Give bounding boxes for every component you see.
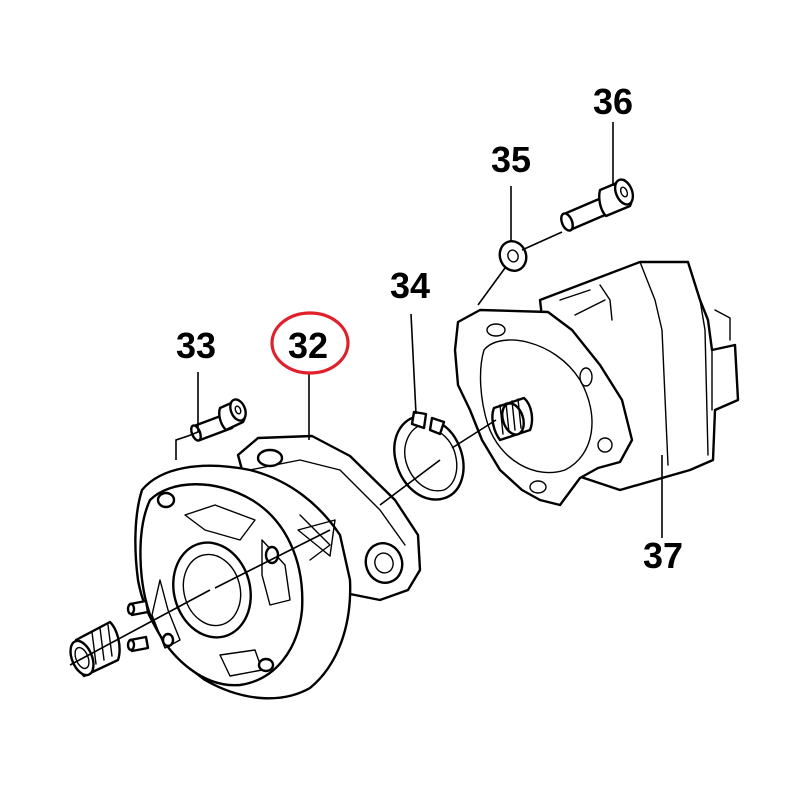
dowel-pin-upper[interactable] — [126, 599, 150, 617]
splined-shaft — [491, 396, 534, 442]
callout-36[interactable]: 36 — [593, 81, 633, 122]
flange-housing-part-32[interactable] — [134, 434, 422, 700]
callout-32[interactable]: 32 — [288, 325, 328, 366]
callout-labels: 32 33 34 35 36 37 — [176, 81, 683, 576]
dowel-pin-lower[interactable] — [126, 635, 150, 653]
washer-part-35[interactable] — [496, 237, 531, 274]
cap-screw-part-36[interactable] — [559, 177, 636, 232]
callout-37[interactable]: 37 — [643, 535, 683, 576]
assembly-axis-lines — [69, 231, 563, 666]
leader-lines — [175, 122, 663, 538]
callout-33[interactable]: 33 — [176, 325, 216, 366]
callout-34[interactable]: 34 — [390, 265, 430, 306]
callout-35[interactable]: 35 — [491, 139, 531, 180]
motor-body-part-37[interactable] — [453, 260, 740, 507]
needle-bearing[interactable] — [66, 620, 121, 678]
screw-part-33[interactable] — [189, 397, 248, 442]
highlight-circle — [270, 311, 350, 375]
retaining-ring-part-34[interactable] — [393, 410, 465, 501]
